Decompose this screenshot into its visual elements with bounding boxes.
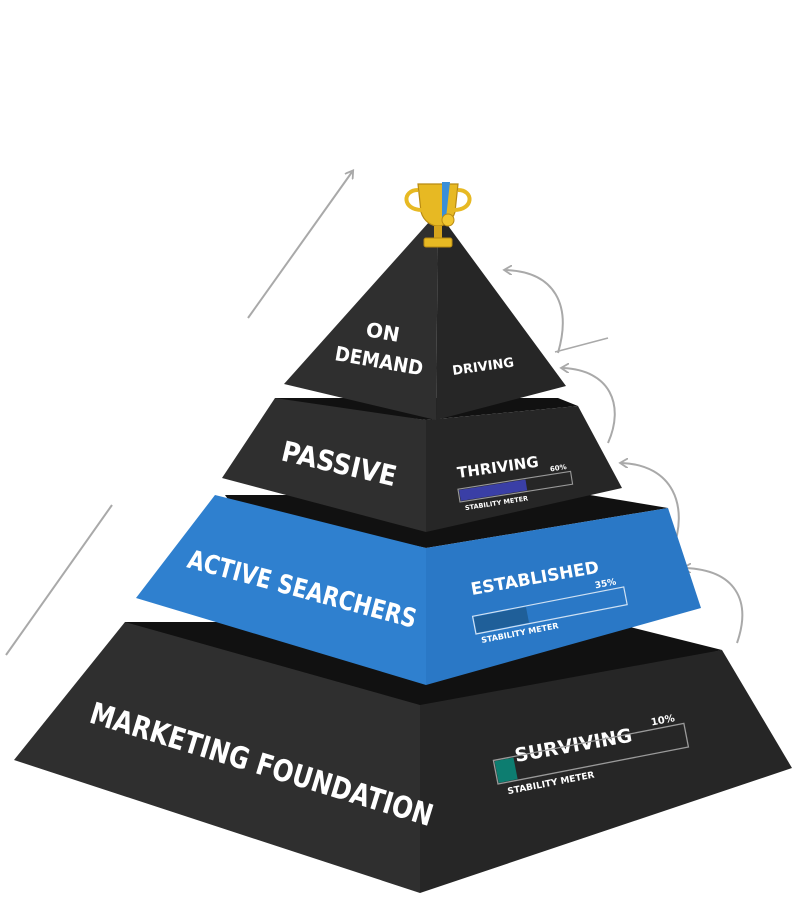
trophy-icon [404,182,472,248]
trophy-base [423,237,453,248]
curved-arrow-1 [685,568,744,644]
tier-active-right-face [426,508,701,685]
foundation-meter-frame [492,722,690,785]
tier-top-right-face [436,212,566,420]
connector-line [554,337,609,353]
tier-top-left-face [284,212,438,420]
tier-foundation-right-face [420,650,792,893]
tier-active-left-face [136,495,426,685]
tier-top: ON DEMAND DRIVING [284,212,566,420]
curved-arrow-4 [506,270,564,354]
trophy-medal [441,213,455,227]
active-meter-percent: 35% [594,577,617,591]
ascent-arrow-upper [247,172,352,319]
trophy-stem [434,226,442,238]
tier-foundation-left-face [14,622,420,893]
active-meter-fill [473,606,530,633]
tier-passive-right-face [426,406,622,532]
passive-meter-percent: 60% [549,463,567,474]
top-title-line1: ON [364,317,401,346]
passive-meter-frame [457,470,574,503]
trophy-ribbon [442,182,450,218]
foundation-meter-percent: 10% [650,713,676,728]
foundation-meter-fill [494,757,518,783]
curved-arrow-3 [563,368,616,444]
trophy-handle-right [453,188,472,212]
passive-meter-fill [459,479,528,501]
ascent-line-lower [5,504,113,656]
active-meter-frame [471,586,628,635]
tier-passive-left-face [222,398,426,532]
tier-passive: PASSIVE THRIVING 60% STABILITY METER [222,398,622,532]
trophy-handle-left [404,188,423,212]
